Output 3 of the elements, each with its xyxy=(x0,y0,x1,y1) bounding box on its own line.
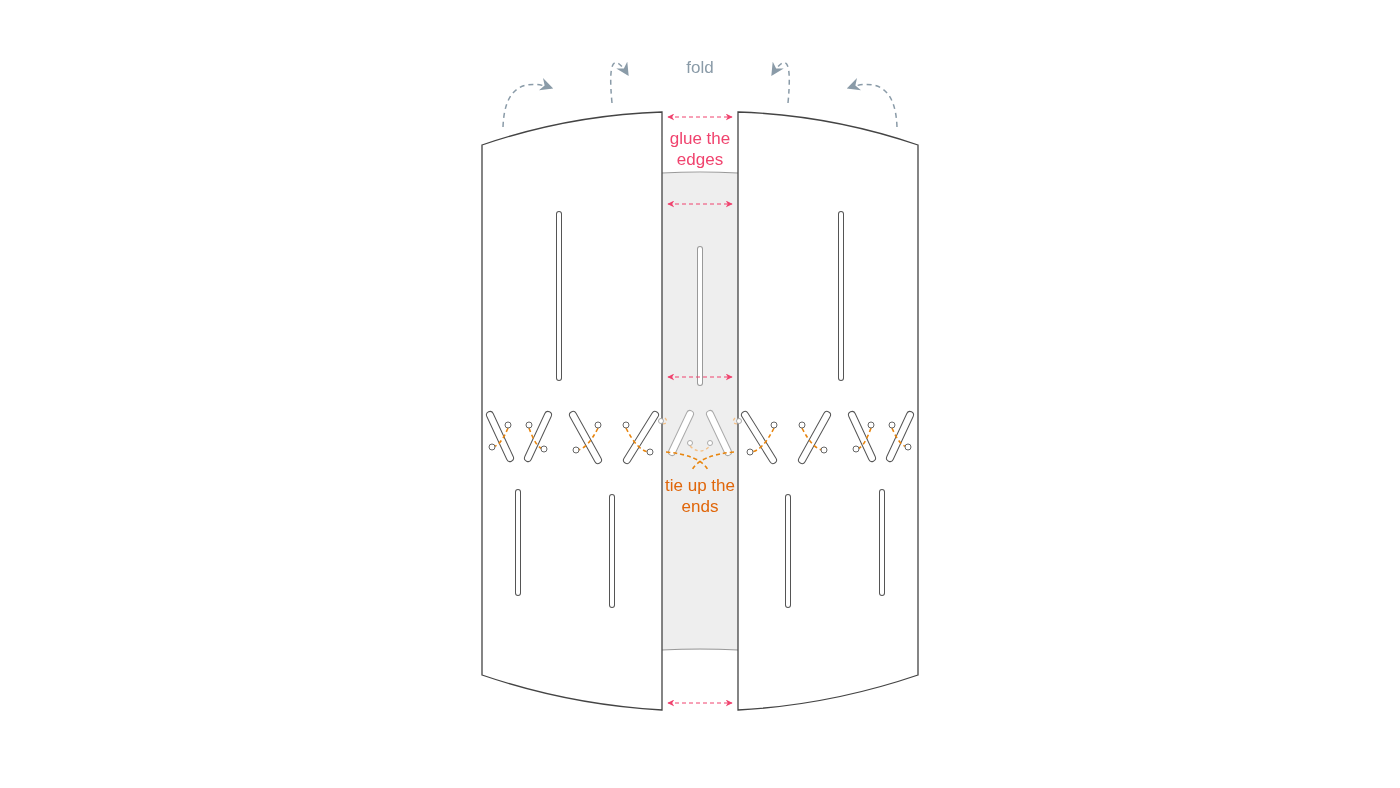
tie-instruction: tie up the ends xyxy=(664,475,736,517)
glue-instruction: glue the edges xyxy=(668,128,732,170)
fold-label: fold xyxy=(685,57,715,78)
